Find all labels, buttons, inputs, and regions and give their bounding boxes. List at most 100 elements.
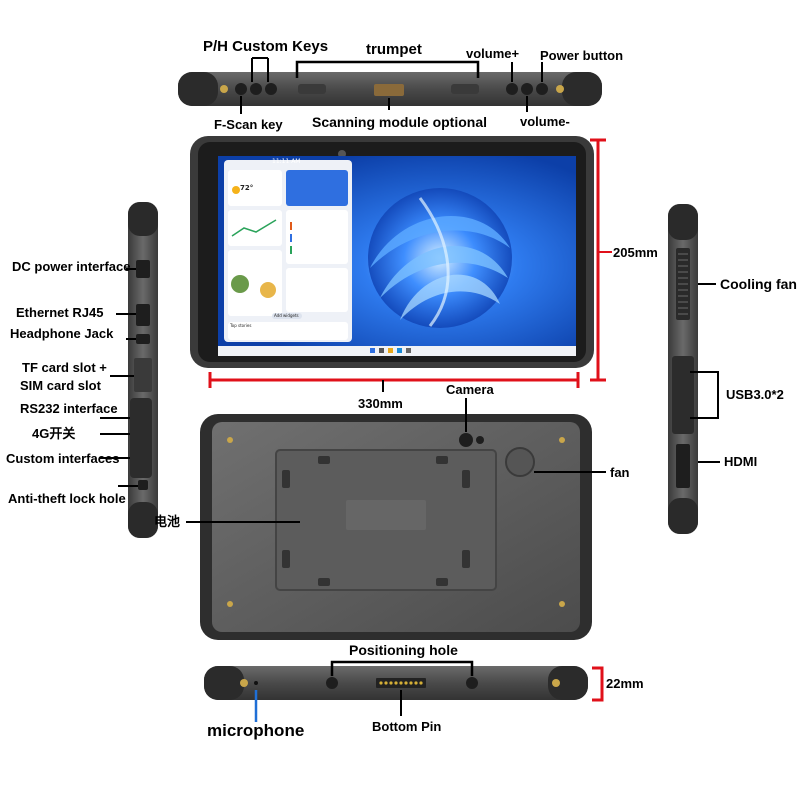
hdmi-port — [676, 444, 690, 488]
front-view — [190, 136, 612, 392]
width-dimension-line — [208, 372, 580, 388]
screen-clock: 11:11 AM — [272, 158, 301, 165]
screw-icon — [227, 437, 233, 443]
top-edge-bumper-right — [562, 72, 602, 106]
fan-label: fan — [610, 465, 630, 480]
tf-card-label: TF card slot + — [22, 360, 107, 375]
positioning-hole-left — [326, 677, 338, 689]
interface-cover — [130, 398, 152, 478]
top-stories-widget — [228, 322, 348, 340]
start-icon[interactable] — [370, 348, 375, 353]
custom-interfaces-label: Custom interfaces — [6, 451, 120, 466]
weather-temp: 72° — [240, 184, 254, 192]
screw-icon — [220, 85, 228, 93]
cooling-fan-vent — [676, 248, 690, 320]
positioning-hole-bracket — [330, 660, 474, 676]
cooling-fan-label: Cooling fan — [720, 276, 797, 292]
back-view — [186, 398, 606, 640]
left-side-bumper-bottom — [128, 502, 158, 538]
dc-power-label: DC power interface — [12, 259, 131, 274]
stock-chart-icon — [231, 219, 277, 237]
calendar-widget — [286, 210, 348, 264]
folder-icon[interactable] — [388, 348, 393, 353]
bottom-pin-label: Bottom Pin — [372, 719, 442, 734]
right-side-view — [668, 204, 720, 534]
plant-photo-2 — [260, 282, 276, 298]
battery-label-plate — [346, 500, 426, 530]
ph-custom-keys-label: P/H Custom Keys — [203, 38, 329, 55]
height-dimension-line — [590, 138, 606, 382]
windows-bloom — [368, 188, 512, 328]
rs232-label: RS232 interface — [20, 401, 118, 416]
screw-icon — [556, 85, 564, 93]
positioning-hole-right — [466, 677, 478, 689]
screw-icon — [227, 601, 233, 607]
volume-plus-label: volume+ — [466, 46, 520, 61]
photos-widget — [228, 250, 282, 316]
volume-up-key — [506, 83, 518, 95]
right-side-bumper-top — [668, 204, 698, 240]
rear-fan-grille — [505, 447, 535, 477]
left-side-view — [100, 202, 158, 538]
search-icon[interactable] — [379, 348, 384, 353]
thickness-bracket — [592, 666, 604, 702]
switch-4g-label: 4G开关 — [32, 426, 76, 441]
screw-icon — [559, 601, 565, 607]
trumpet-bracket — [295, 60, 480, 78]
screw-icon — [240, 679, 248, 687]
add-widgets-button[interactable] — [272, 313, 302, 319]
trumpet-label: trumpet — [366, 41, 422, 58]
ethernet-label: Ethernet RJ45 — [16, 305, 104, 320]
speaker-grille-left — [298, 84, 326, 94]
stocks-widget — [228, 210, 282, 246]
speaker-grille-right — [451, 84, 479, 94]
anti-theft-label: Anti-theft lock hole — [8, 491, 126, 506]
plant-photo — [231, 275, 249, 293]
thickness-label: 22mm — [606, 676, 644, 691]
top-edge-view — [178, 57, 602, 114]
rear-flash — [476, 436, 484, 444]
tasks-widget — [286, 268, 348, 312]
tf-sim-slot-cover — [134, 358, 152, 392]
sun-icon — [232, 186, 240, 194]
width-label: 330mm — [358, 396, 403, 411]
battery-label: 电池 — [154, 514, 181, 529]
bottom-edge-bumper-left — [204, 666, 244, 700]
usb-bracket — [690, 371, 719, 419]
usb-label: USB3.0*2 — [726, 387, 784, 402]
news-widget — [286, 170, 348, 206]
microphone-label: microphone — [207, 721, 305, 740]
f-scan-key-label: F-Scan key — [214, 117, 283, 132]
headphone-jack — [136, 334, 150, 344]
bottom-edge-bumper-right — [548, 666, 588, 700]
screw-icon — [559, 437, 565, 443]
add-widgets-label[interactable]: Add widgets — [274, 313, 299, 318]
store-icon[interactable] — [406, 348, 411, 353]
h-custom-key — [265, 83, 277, 95]
headphone-label: Headphone Jack — [10, 326, 114, 341]
usb-port-cover — [672, 356, 694, 434]
power-key — [536, 83, 548, 95]
scanning-module-label: Scanning module optional — [312, 114, 487, 130]
left-side-bumper-top — [128, 202, 158, 236]
power-button-label: Power button — [540, 48, 624, 63]
rear-camera — [459, 433, 473, 447]
positioning-hole-label: Positioning hole — [349, 642, 458, 658]
top-edge-bumper-left — [178, 72, 218, 106]
p-custom-key — [250, 83, 262, 95]
bottom-edge-view — [204, 660, 604, 722]
ethernet-port — [136, 304, 150, 326]
edge-icon[interactable] — [397, 348, 402, 353]
top-stories-label: Top stories — [230, 323, 252, 328]
scanning-module-window — [374, 84, 404, 96]
hdmi-label: HDMI — [724, 454, 758, 469]
weather-widget — [228, 170, 282, 206]
dc-power-port — [136, 260, 150, 278]
pogo-pins — [379, 681, 423, 685]
volume-minus-label: volume- — [520, 114, 570, 129]
volume-down-key — [521, 83, 533, 95]
ph-keys-leader — [251, 57, 269, 82]
screw-icon — [552, 679, 560, 687]
camera-label: Camera — [446, 382, 494, 397]
